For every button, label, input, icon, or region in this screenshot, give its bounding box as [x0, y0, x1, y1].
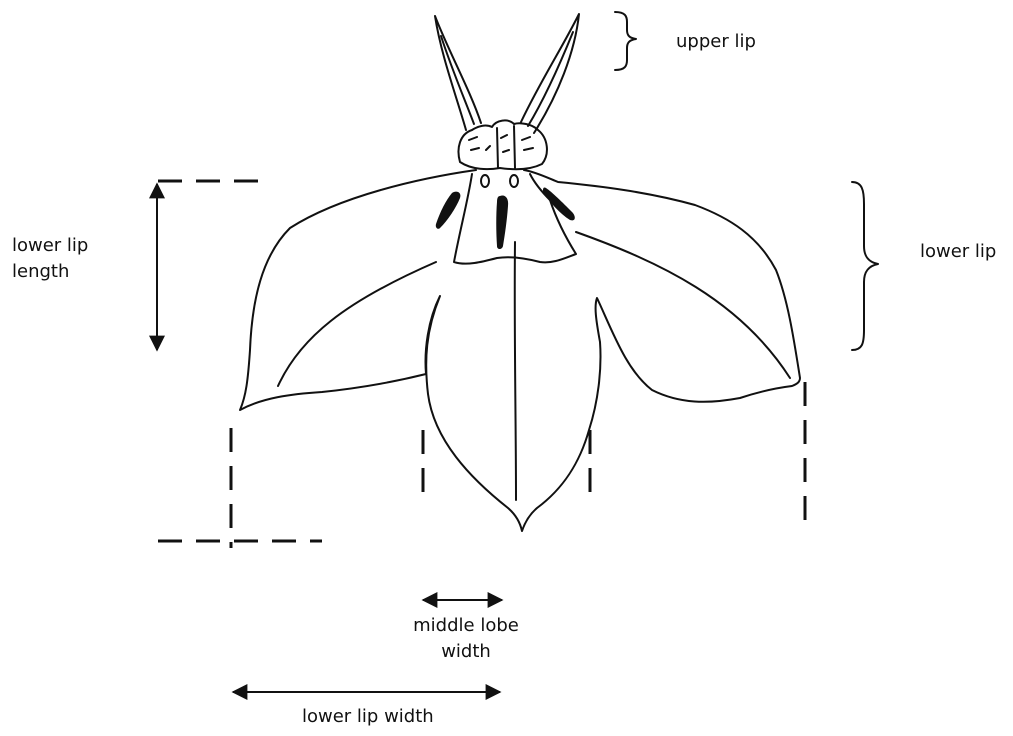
- upper-lip-label: upper lip: [676, 30, 756, 54]
- column-divider-2: [514, 126, 515, 168]
- left-dark-marking: [436, 192, 461, 229]
- lower-lip-width-label: lower lip width: [302, 705, 434, 729]
- middle-lobe-width-label-line1: middle lobe: [396, 614, 536, 638]
- middle-lobe-width-label-line2: width: [396, 640, 536, 664]
- lower-lip-label: lower lip: [920, 240, 996, 264]
- middle-lobe-vein: [515, 242, 516, 500]
- lower-lip-length-label-line2: length: [12, 260, 69, 284]
- lower-lip-brace: [852, 182, 878, 350]
- right-pollinium: [510, 175, 518, 187]
- lower-lip-length-label-line1: lower lip: [12, 234, 88, 258]
- center-dark-marking: [496, 195, 508, 249]
- left-lobe-vein: [278, 262, 436, 386]
- right-lobe-vein: [576, 232, 790, 378]
- upper-lip-right-petal: [521, 14, 579, 133]
- upper-lip-left-petal: [435, 16, 481, 130]
- right-dark-marking: [543, 187, 575, 220]
- lower-lip-outline: [240, 170, 800, 531]
- upper-lip-left-petal-vein: [441, 36, 474, 124]
- column-body: [459, 120, 547, 169]
- upper-lip-brace: [615, 12, 636, 70]
- upper-lip-right-petal-vein: [528, 32, 573, 126]
- column-divider: [497, 128, 498, 168]
- left-pollinium: [481, 175, 489, 187]
